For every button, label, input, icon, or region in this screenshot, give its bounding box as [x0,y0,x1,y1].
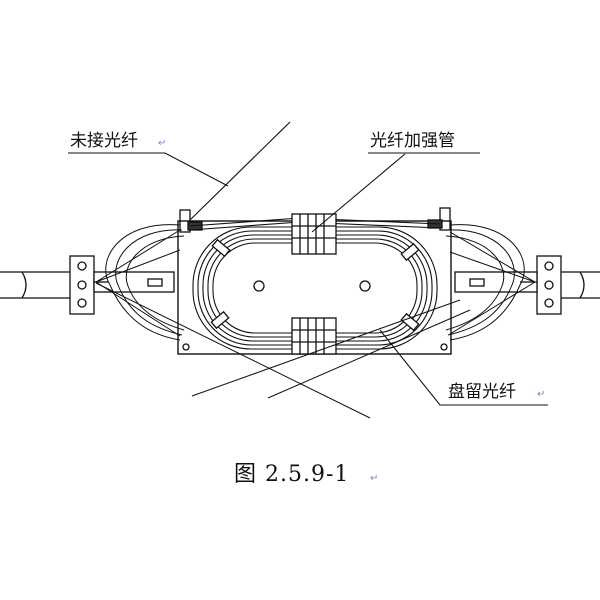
fiber-reinforcement-tubes [291,213,337,355]
figure-caption: 图 2.5.9-1 [234,462,349,487]
leader-lines [68,121,548,406]
diagonal-fibers [95,282,471,419]
retaining-clips [210,238,420,332]
right-cable [454,255,600,315]
left-cable [0,255,175,315]
return-mark-2: ↵ [537,389,545,400]
label-unspliced-fiber: 未接光纤 [70,131,138,151]
return-mark-3: ↵ [370,473,378,484]
outer-fiber-loops [95,224,536,341]
return-mark-1: ↵ [158,138,166,149]
label-fiber-reinforcement-tube: 光纤加强管 [370,131,455,151]
label-coiled-fiber: 盘留光纤 [448,382,516,402]
